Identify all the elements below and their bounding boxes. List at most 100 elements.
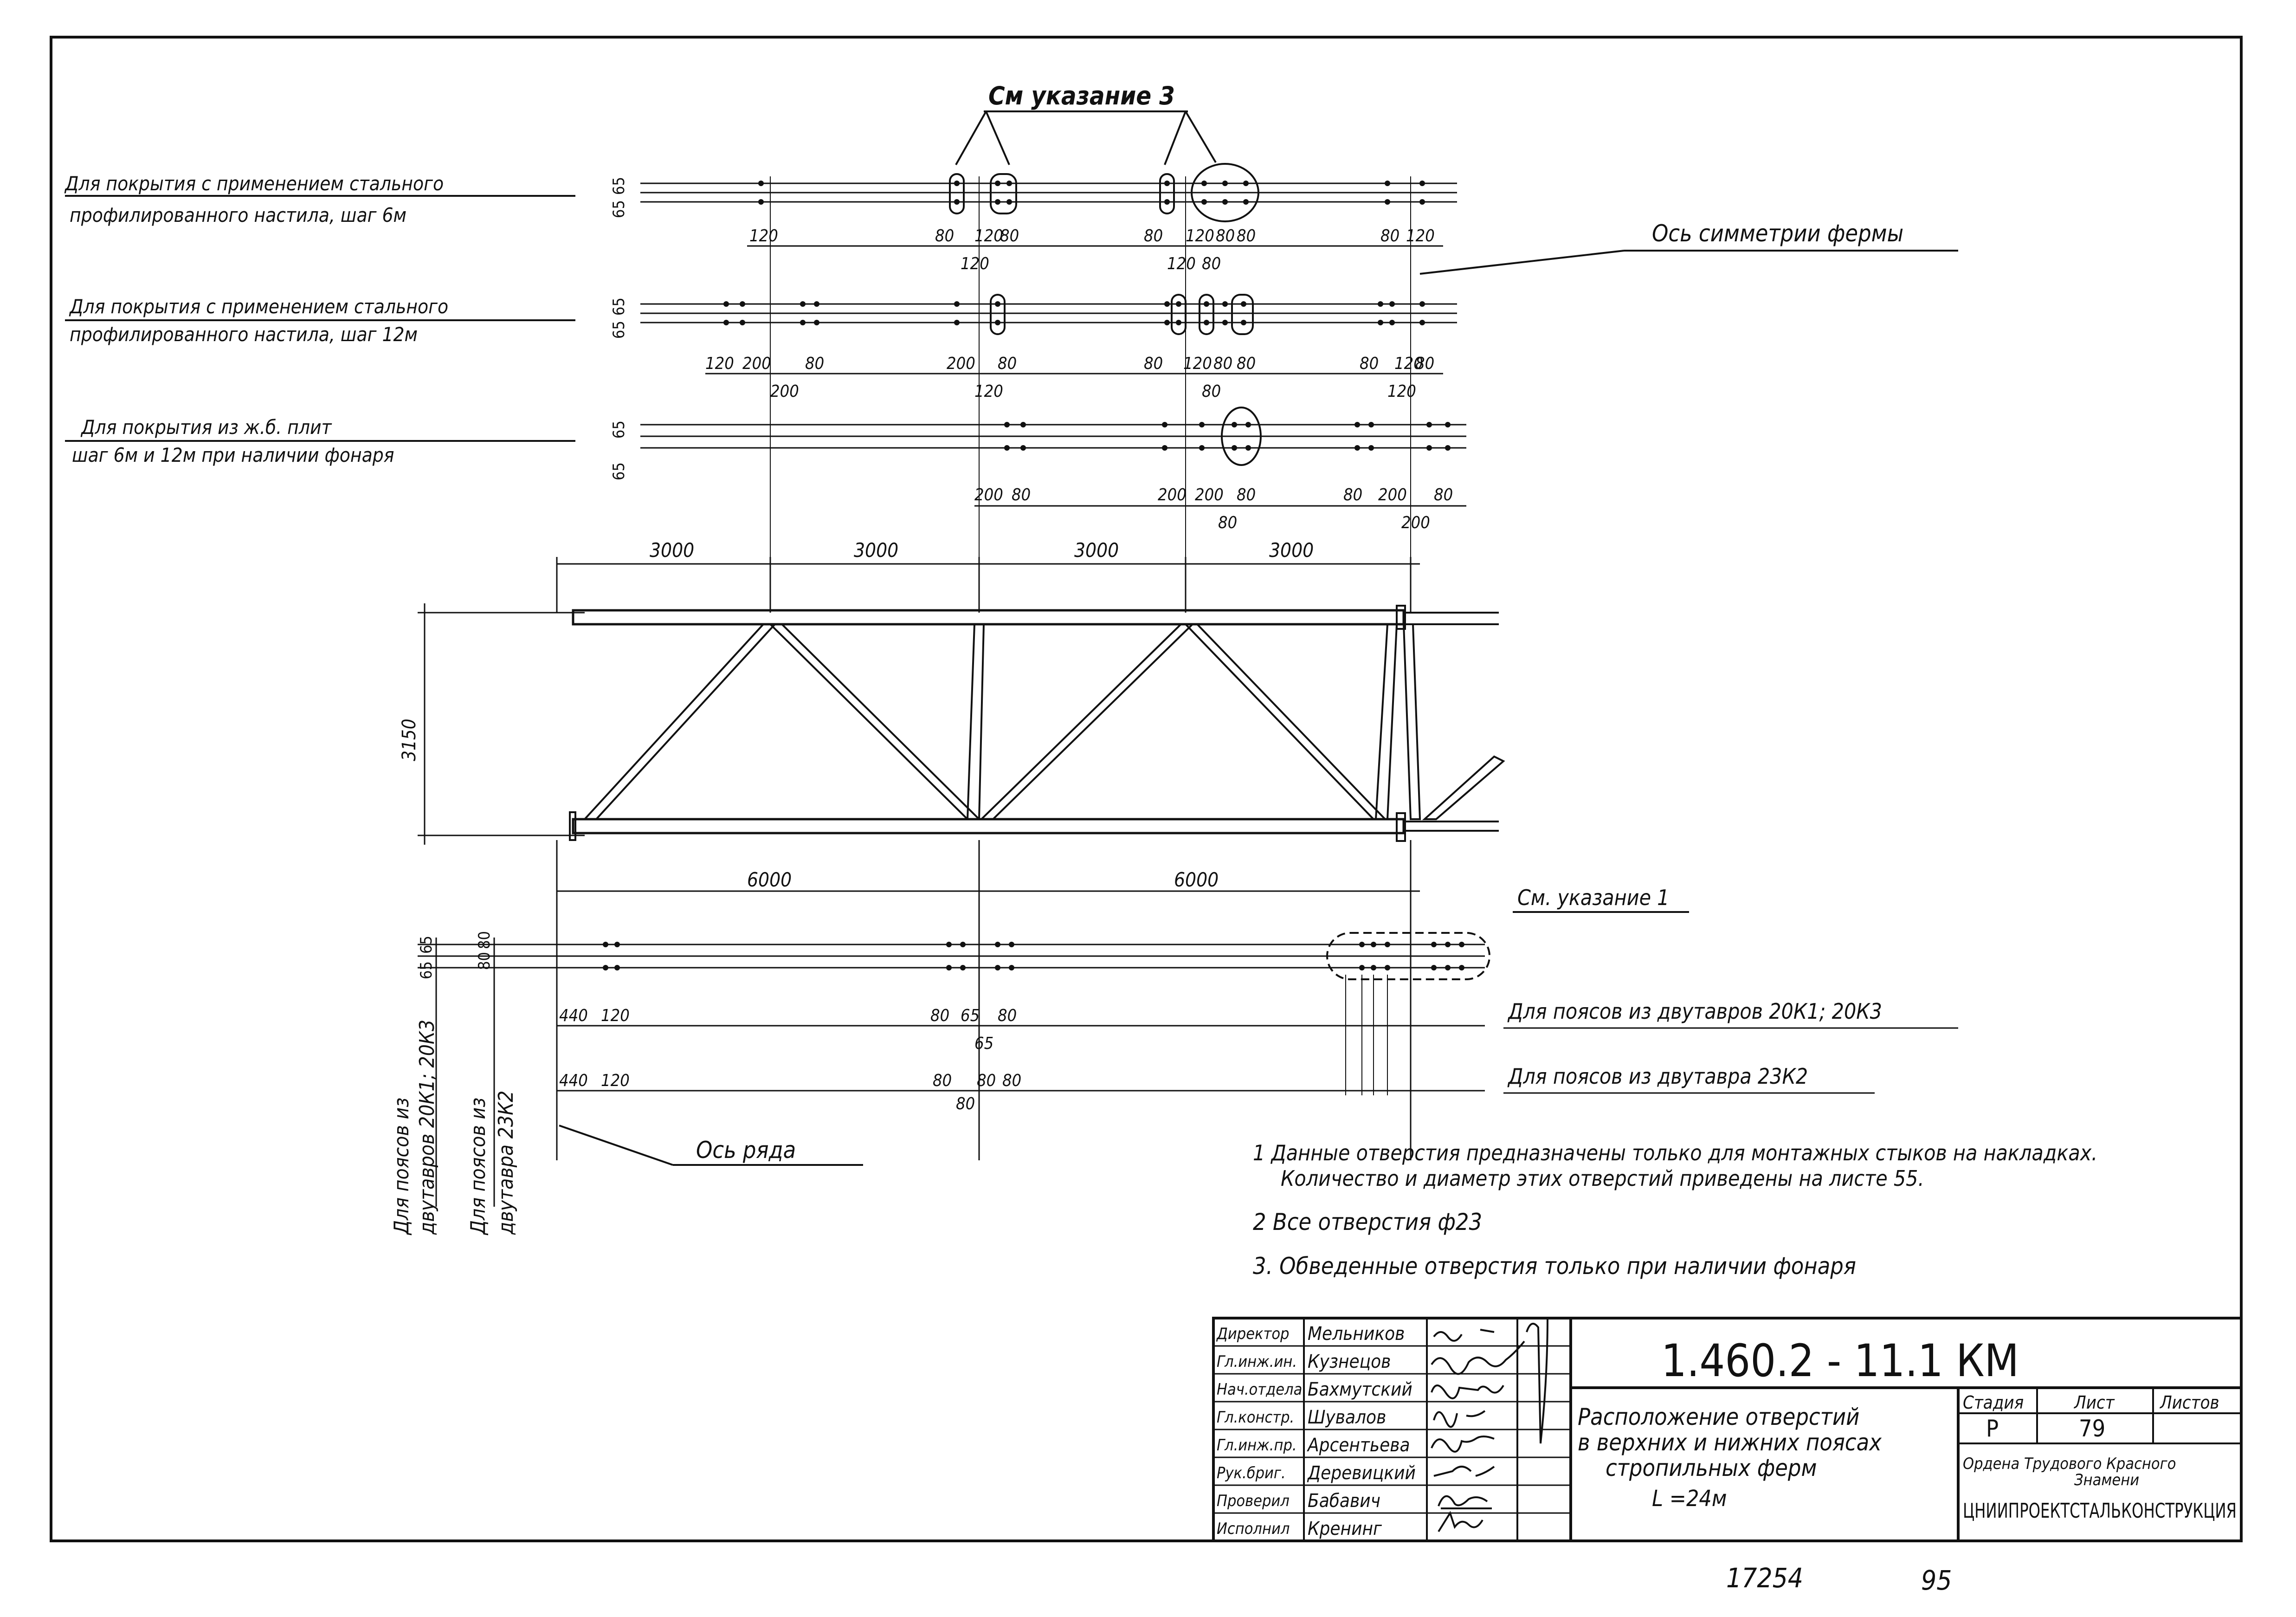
upper-row-2: Для покрытия с применением стального про… bbox=[65, 294, 1457, 401]
upper-row-2-dim: 80 bbox=[1213, 354, 1232, 373]
upper-row-2-dim: 200 bbox=[947, 354, 975, 373]
upper-row-2-dim: 80 bbox=[1202, 382, 1221, 401]
signatures bbox=[1431, 1318, 1548, 1533]
name-department-head: Бахмутский bbox=[1308, 1379, 1412, 1400]
lower-row-1-dim: 65 bbox=[961, 1006, 980, 1025]
upper-row-3-dim: 80 bbox=[1012, 485, 1031, 505]
org-name: ЦНИИПРОЕКТСТАЛЬКОНСТРУКЦИЯ bbox=[1963, 1499, 2237, 1523]
sheets-header: Листов bbox=[2160, 1392, 2219, 1413]
top-span-1: 3000 bbox=[650, 539, 694, 562]
drawing-code: 1.460.2 - 11.1 КМ bbox=[1661, 1335, 2019, 1387]
upper-row-3-dim-v1: 65 bbox=[610, 462, 628, 480]
row-axis-label: Ось ряда bbox=[696, 1137, 796, 1164]
sheet-header: Лист bbox=[2074, 1392, 2115, 1413]
height-dim: 3150 bbox=[399, 718, 420, 761]
name-project-engineer: Арсентьева bbox=[1307, 1435, 1410, 1456]
name-team-lead: Деревицкий bbox=[1307, 1462, 1416, 1484]
note-1: 1 Данные отверстия предназначены только … bbox=[1253, 1140, 2097, 1165]
upper-row-2-dim: 120 bbox=[1387, 382, 1416, 401]
lower-hole-rows: См. указание 1 65 65 80 80 Для по bbox=[390, 885, 1958, 1235]
role-project-engineer: Гл.инж.пр. bbox=[1217, 1436, 1297, 1455]
upper-row-1-label-2: профилированного настила, шаг 6м bbox=[70, 204, 406, 226]
upper-row-3-dim: 80 bbox=[1434, 485, 1453, 505]
vertical-label-a-1: Для поясов из bbox=[390, 1098, 413, 1235]
upper-row-3: Для покрытия из ж.б. плит шаг 6м и 12м п… bbox=[65, 407, 1466, 532]
role-executed: Исполнил bbox=[1217, 1520, 1290, 1538]
upper-row-3-dim: 80 bbox=[1343, 485, 1362, 505]
name-executed: Кренинг bbox=[1308, 1518, 1382, 1539]
upper-row-1: Для покрытия с применением стального про… bbox=[64, 163, 1457, 273]
bottom-span-2: 6000 bbox=[1174, 868, 1219, 891]
left-dim-a2: 65 bbox=[417, 936, 436, 954]
lower-row-1-dim: 80 bbox=[998, 1006, 1017, 1025]
upper-row-2-dim-v1: 65 bbox=[610, 321, 628, 339]
title-line-2: в верхних и нижних поясах bbox=[1578, 1429, 1882, 1456]
upper-row-2-label-1: Для покрытия с применением стального bbox=[69, 295, 448, 318]
upper-row-1-dim: 120 bbox=[961, 254, 989, 273]
upper-row-1-dim: 80 bbox=[1216, 226, 1235, 246]
upper-row-2-dim: 80 bbox=[1144, 354, 1163, 373]
note-3: 3. Обведенные отверстия только при налич… bbox=[1253, 1253, 1856, 1280]
upper-row-2-dim: 200 bbox=[770, 382, 799, 401]
stage-header: Стадия bbox=[1963, 1392, 2024, 1413]
role-checked: Проверил bbox=[1217, 1492, 1290, 1510]
vertical-label-a-2: двутавров 20К1; 20К3 bbox=[415, 1020, 439, 1235]
name-chief-engineer: Кузнецов bbox=[1308, 1351, 1391, 1372]
name-director: Мельников bbox=[1308, 1323, 1405, 1345]
left-dim-b1: 80 bbox=[475, 952, 494, 970]
lower-row-2-dim: 80 bbox=[956, 1094, 975, 1113]
upper-row-3-dim: 200 bbox=[1158, 485, 1187, 505]
upper-row-1-dim: 80 bbox=[1237, 226, 1256, 246]
upper-row-1-dim: 80 bbox=[935, 226, 954, 246]
upper-row-2-dim: 120 bbox=[1183, 354, 1212, 373]
upper-row-2-label-2: профилированного настила, шаг 12м bbox=[70, 323, 418, 346]
role-team-lead: Рук.бриг. bbox=[1217, 1464, 1286, 1482]
upper-row-1-dim: 80 bbox=[1202, 254, 1221, 273]
role-director: Директор bbox=[1216, 1325, 1289, 1343]
upper-row-2-dim: 120 bbox=[705, 354, 734, 373]
upper-hole-rows: См указание 3 Для покрытия с применением… bbox=[64, 81, 1958, 608]
bottom-span-1: 6000 bbox=[747, 868, 792, 891]
lower-row-2-label: Для поясов из двутавра 23К2 bbox=[1507, 1064, 1808, 1089]
upper-row-2-dim: 80 bbox=[1360, 354, 1379, 373]
upper-row-1-dim: 120 bbox=[1186, 226, 1214, 246]
page-number: 95 bbox=[1921, 1565, 1952, 1596]
lower-row-1-dim: 65 bbox=[974, 1034, 993, 1053]
lower-row-2-dim: 80 bbox=[977, 1071, 996, 1090]
name-checked: Бабавич bbox=[1308, 1490, 1380, 1512]
title-line-1: Расположение отверстий bbox=[1578, 1404, 1859, 1430]
lower-row-2-dim: 440 bbox=[559, 1071, 588, 1090]
upper-row-2-dim: 80 bbox=[1415, 354, 1434, 373]
lower-row-1-dim: 80 bbox=[930, 1006, 949, 1025]
lower-row-1-dim: 120 bbox=[601, 1006, 630, 1025]
upper-row-3-label-2: шаг 6м и 12м при наличии фонаря bbox=[72, 444, 394, 466]
lower-row-1-label: Для поясов из двутавров 20К1; 20К3 bbox=[1507, 999, 1882, 1024]
upper-row-1-dim: 120 bbox=[1167, 254, 1196, 273]
title-block: Директор Гл.инж.ин. Нач.отдела Гл.констр… bbox=[1212, 1317, 2243, 1542]
lower-row-2-dim: 80 bbox=[933, 1071, 952, 1090]
upper-row-3-dim-v2: 65 bbox=[610, 420, 628, 439]
sheet-frame bbox=[50, 36, 2243, 1542]
vertical-label-b-2: двутавра 23К2 bbox=[494, 1091, 518, 1235]
upper-row-2-dim: 80 bbox=[805, 354, 824, 373]
note-ref-1: См. указание 1 bbox=[1517, 885, 1670, 910]
upper-row-1-label-1: Для покрытия с применением стального bbox=[64, 172, 444, 195]
upper-row-1-dim-v1: 65 bbox=[610, 200, 628, 218]
upper-row-1-dim-v2: 65 bbox=[610, 177, 628, 195]
left-dim-b2: 80 bbox=[475, 931, 494, 949]
top-span-2: 3000 bbox=[854, 539, 898, 562]
upper-row-3-dim: 80 bbox=[1218, 513, 1237, 532]
notes: 1 Данные отверстия предназначены только … bbox=[1253, 1140, 2097, 1280]
lower-row-1-dim: 440 bbox=[559, 1006, 588, 1025]
left-dim-a1: 65 bbox=[417, 961, 436, 979]
title-line-4: L =24м bbox=[1652, 1486, 1727, 1512]
sheet-value: 79 bbox=[2079, 1415, 2105, 1442]
upper-row-3-dim: 200 bbox=[1401, 513, 1430, 532]
upper-row-3-dim: 200 bbox=[1195, 485, 1224, 505]
org-line-2: Знамени bbox=[2074, 1471, 2139, 1489]
role-department-head: Нач.отдела bbox=[1217, 1380, 1302, 1399]
symmetry-axis-label: Ось симметрии фермы bbox=[1652, 220, 1903, 247]
name-chief-designer: Шувалов bbox=[1308, 1407, 1386, 1428]
upper-row-1-dim: 80 bbox=[1380, 226, 1400, 246]
